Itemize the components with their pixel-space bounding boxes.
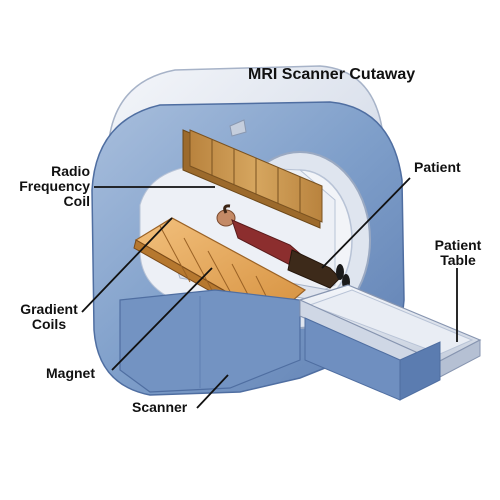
- label-gradient-coils: Gradient Coils: [20, 301, 78, 332]
- label-radio-frequency-coil: Radio Frequency Coil: [19, 163, 90, 209]
- label-patient: Patient: [414, 159, 461, 175]
- gradient-coils-leader: [81, 217, 173, 313]
- label-patient-table: Patient Table: [434, 237, 482, 268]
- scanner-leader: [196, 374, 229, 409]
- radio-frequency-coil: [182, 119, 323, 229]
- magnet-leader: [111, 267, 213, 371]
- diagram-title: MRI Scanner Cutaway: [248, 66, 416, 83]
- leader-lines: [81, 177, 458, 409]
- patient-table: [298, 284, 482, 401]
- patient-leader: [321, 177, 411, 269]
- patient-figure: [216, 204, 350, 290]
- label-magnet: Magnet: [46, 365, 95, 381]
- label-scanner: Scanner: [132, 399, 188, 415]
